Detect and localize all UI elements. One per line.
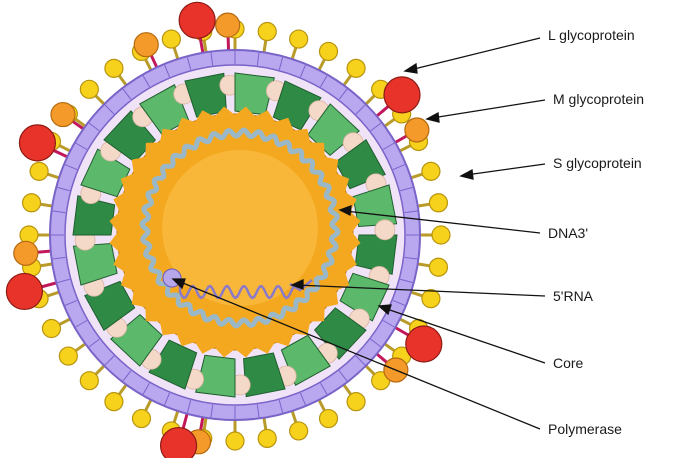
l-glycoprotein-spike xyxy=(406,326,442,362)
l-glycoprotein-arrowhead xyxy=(405,64,417,73)
label-5rna: 5'RNA xyxy=(553,288,594,304)
l-glycoprotein-spike xyxy=(179,2,215,38)
m-glycoprotein-spike xyxy=(216,13,240,37)
s-glycoprotein-spike xyxy=(258,429,276,447)
label-core: Core xyxy=(553,355,584,371)
l-glycoprotein-spike xyxy=(384,77,420,113)
label-m-glycoprotein: M glycoprotein xyxy=(553,91,644,107)
s-glycoprotein-spike xyxy=(290,30,308,48)
s-glycoprotein-spike xyxy=(258,23,276,41)
label-polymerase: Polymerase xyxy=(548,421,622,437)
l-glycoprotein-spike xyxy=(6,273,42,309)
m-glycoprotein-arrowhead xyxy=(427,113,439,122)
s-glycoprotein-arrowhead xyxy=(461,170,473,179)
s-glycoprotein-spike xyxy=(432,226,450,244)
s-glycoprotein-spike xyxy=(42,320,60,338)
s-glycoprotein-spike xyxy=(429,258,447,276)
s-glycoprotein-pointer xyxy=(466,164,545,175)
capsid-gap xyxy=(375,220,395,240)
s-glycoprotein-spike xyxy=(162,30,180,48)
s-glycoprotein-spike xyxy=(80,372,98,390)
s-glycoprotein-spike xyxy=(105,393,123,411)
label-dna3: DNA3' xyxy=(548,225,588,241)
m-glycoprotein-spike xyxy=(14,241,38,265)
m-glycoprotein-spike xyxy=(51,103,75,127)
s-glycoprotein-spike xyxy=(132,410,150,428)
core-inner xyxy=(162,150,318,306)
s-glycoprotein-spike xyxy=(23,194,41,212)
s-glycoprotein-spike xyxy=(429,194,447,212)
s-glycoprotein-spike xyxy=(320,410,338,428)
s-glycoprotein-spike xyxy=(422,162,440,180)
label-s-glycoprotein: S glycoprotein xyxy=(553,155,642,171)
s-glycoprotein-spike xyxy=(347,393,365,411)
s-glycoprotein-spike xyxy=(226,432,244,450)
s-glycoprotein-spike xyxy=(105,59,123,77)
m-glycoprotein-spike xyxy=(405,118,429,142)
s-glycoprotein-spike xyxy=(30,162,48,180)
s-glycoprotein-spike xyxy=(347,59,365,77)
s-glycoprotein-spike xyxy=(290,422,308,440)
l-glycoprotein-spike xyxy=(19,125,55,161)
l-glycoprotein-pointer xyxy=(410,38,540,70)
m-glycoprotein-pointer xyxy=(432,100,545,118)
m-glycoprotein-spike xyxy=(134,33,158,57)
l-glycoprotein-spike xyxy=(161,428,197,458)
s-glycoprotein-spike xyxy=(320,42,338,60)
label-l-glycoprotein: L glycoprotein xyxy=(548,27,635,43)
s-glycoprotein-spike xyxy=(422,290,440,308)
s-glycoprotein-spike xyxy=(80,80,98,98)
s-glycoprotein-spike xyxy=(59,347,77,365)
